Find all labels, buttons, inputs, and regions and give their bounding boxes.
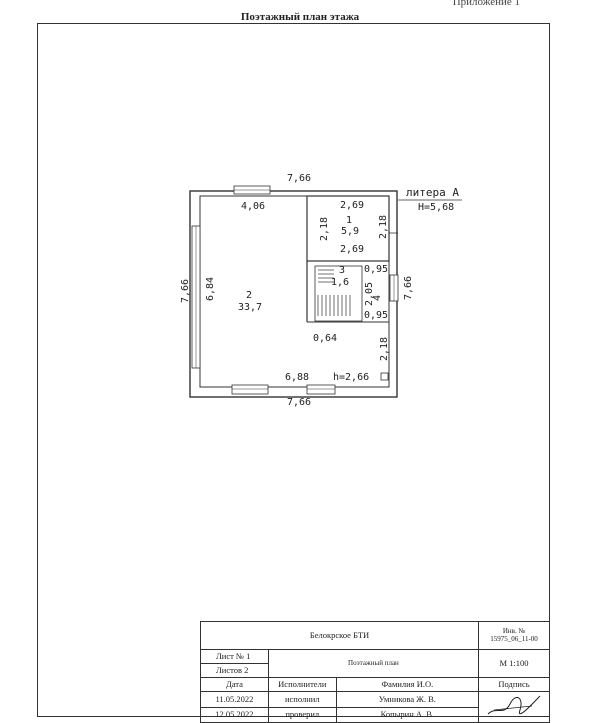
row2-name: Копырин А. В.: [335, 706, 480, 723]
dim-top-outer: 7,66: [287, 173, 311, 184]
row1-name: Умникова Ж. В.: [335, 691, 480, 708]
dim-room1-bottom: 2,69: [340, 244, 364, 255]
col-executors: Исполнители: [267, 677, 337, 692]
inner-wall-outline: [199, 195, 390, 388]
dim-stair-4: 4: [372, 295, 383, 301]
room-3-number: 3: [339, 265, 345, 276]
stair-outline: [314, 265, 363, 322]
dim-stair-bottom: 0,95: [364, 310, 388, 321]
scale: М 1:100: [478, 649, 550, 678]
plan-name: Поэтажный план: [267, 649, 480, 678]
dim-stair-205: 2,05: [364, 282, 375, 306]
col-date: Дата: [200, 677, 269, 692]
room-1-number: 1: [346, 215, 352, 226]
row1-role: исполнил: [267, 691, 337, 708]
litera-label: литера А: [406, 186, 459, 199]
inventory-cell: Инв. № 15975_06_11-00: [478, 621, 550, 650]
dim-right-outer: 7,66: [403, 276, 414, 300]
appendix-label: Приложение 1: [452, 0, 520, 8]
dim-room2-top: 4,06: [241, 201, 265, 212]
dim-room-height: h=2,66: [333, 372, 369, 383]
row1-date: 11.05.2022: [200, 691, 269, 708]
title-block: Белокрское БТИ Инв. № 15975_06_11-00 Лис…: [199, 621, 550, 723]
sheet-number: Лист № 1: [200, 649, 269, 664]
stair-steps: [317, 269, 351, 316]
org-name: Белокрское БТИ: [199, 621, 480, 650]
signature: [478, 690, 550, 723]
room-2-number: 2: [246, 290, 252, 301]
dim-corridor-218: 2,18: [379, 337, 390, 361]
dim-stair-top: 0,95: [364, 264, 388, 275]
room-2-area: 33,7: [238, 302, 262, 313]
dim-room1-left: 2,18: [319, 217, 330, 241]
total-height-label: Н=5,68: [418, 202, 454, 213]
dim-bottom-outer: 7,66: [287, 397, 311, 408]
sheets-count: Листов 2: [200, 663, 269, 678]
room-1-area: 5,9: [341, 226, 359, 237]
dim-corridor-064: 0,64: [313, 333, 337, 344]
room-1-outline: [306, 195, 390, 262]
dim-room1-right: 2,18: [378, 215, 389, 239]
row2-role: проверил: [267, 706, 337, 723]
dim-room2-left: 6,84: [205, 277, 216, 301]
dim-left-outer: 7,66: [180, 279, 191, 303]
dim-room1-top: 2,69: [340, 200, 364, 211]
col-sign: Подпись: [478, 677, 550, 692]
inventory-number: 15975_06_11-00: [490, 634, 538, 643]
room-3-area: 1,6: [331, 277, 349, 288]
page-title: Поэтажный план этажа: [240, 11, 360, 23]
row2-date: 12.05.2022: [200, 706, 269, 723]
dim-room2-bottom: 6,88: [285, 372, 309, 383]
signature-scribble: [487, 695, 541, 715]
inventory-label: Инв. №: [502, 626, 526, 635]
col-name: Фамилия И.О.: [335, 677, 480, 692]
